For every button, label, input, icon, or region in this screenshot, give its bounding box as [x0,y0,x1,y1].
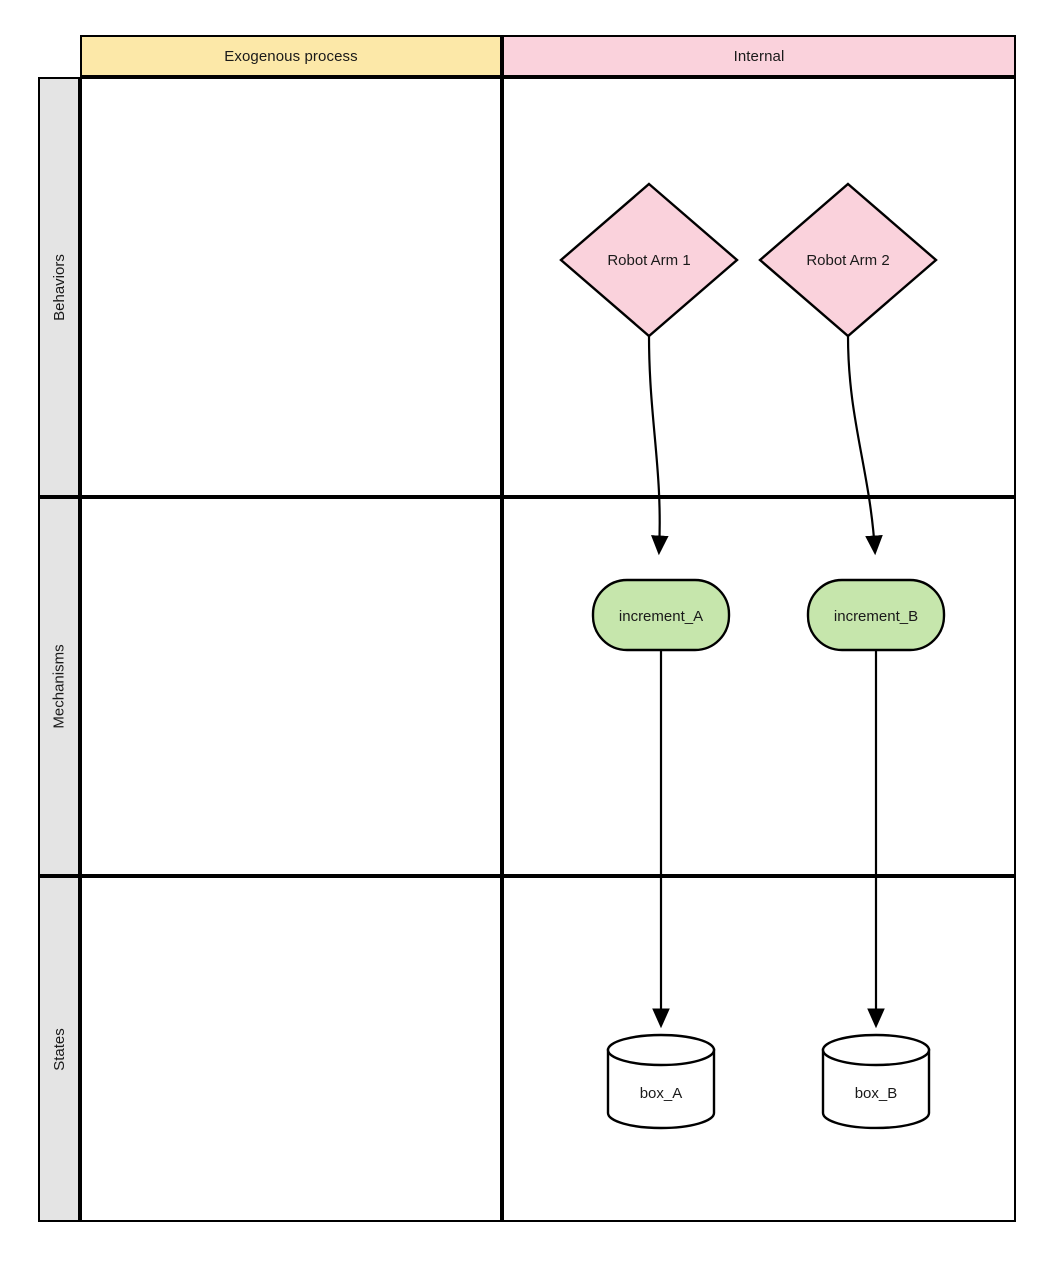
box-a-cylinder-body[interactable] [606,1048,716,1130]
node-increment-b[interactable]: increment_B [806,578,946,652]
cell-behaviors-internal [502,77,1016,497]
row-header-behaviors-label: Behaviors [50,253,68,321]
robot-arm-1-diamond-shape[interactable] [559,182,739,338]
cell-states-internal [502,876,1016,1222]
edge-robot-arm-1-to-increment-a[interactable] [647,335,669,556]
row-header-states: States [38,876,80,1222]
cell-mechanisms-internal [502,497,1016,876]
row-header-behaviors: Behaviors [38,77,80,497]
edges [647,335,885,1029]
increment-a-rounded-rect-shape[interactable] [591,578,731,652]
edge-robot-arm-2-to-increment-b[interactable] [846,335,883,556]
robot-arm-2-diamond-shape[interactable] [758,182,938,338]
cell-mechanisms-exogenous [80,497,502,876]
node-increment-a[interactable]: increment_A [591,578,731,652]
row-header-states-label: States [50,1027,68,1071]
column-header-exogenous-process-label: Exogenous process [224,47,358,65]
box-b-cylinder-body[interactable] [821,1048,931,1130]
node-box-a[interactable]: box_A [606,1033,716,1130]
column-header-internal: Internal [502,35,1016,77]
increment-b-rounded-rect-shape[interactable] [806,578,946,652]
node-box-b[interactable]: box_B [821,1033,931,1130]
cell-behaviors-exogenous [80,77,502,497]
column-header-exogenous-process: Exogenous process [80,35,502,77]
column-header-internal-label: Internal [733,47,785,65]
cell-states-exogenous [80,876,502,1222]
row-header-mechanisms: Mechanisms [38,497,80,876]
row-header-mechanisms-label: Mechanisms [50,644,68,729]
